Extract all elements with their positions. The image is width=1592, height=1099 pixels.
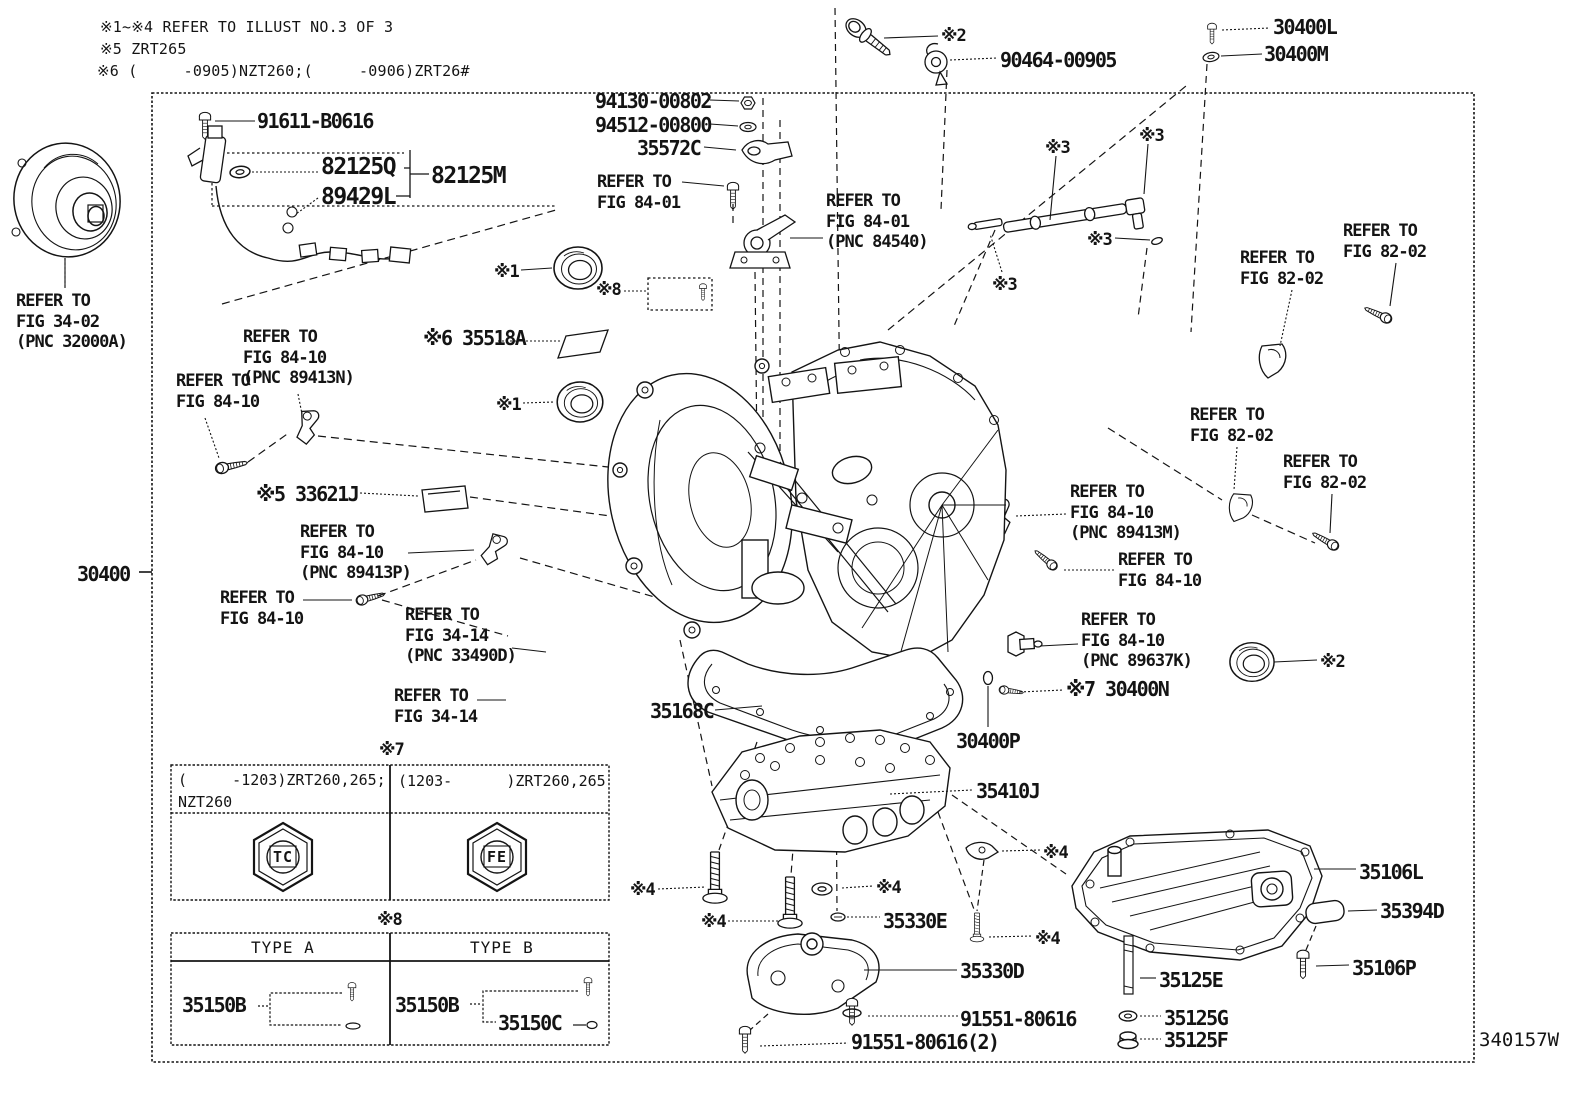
part-label-33621j: ※5 33621J	[256, 482, 360, 506]
part-label-35150c: 35150C	[498, 1011, 563, 1035]
note-zrt265: ※5 ZRT265	[100, 40, 187, 58]
ref-label-fig84-10-89413m: REFER TO FIG 84-10 (PNC 89413M)	[1070, 482, 1182, 543]
plug-variant-table	[170, 764, 610, 901]
part-label-35572c: 35572C	[637, 136, 702, 160]
part-label-35106p: 35106P	[1352, 956, 1417, 980]
valve-body-drawing	[711, 729, 951, 853]
part-label-30400m: 30400M	[1264, 42, 1329, 66]
type-table-col1-header: TYPE A	[251, 938, 315, 957]
mark-4-clip: ※4	[1043, 843, 1069, 863]
sensor-82125-drawing	[187, 111, 412, 264]
hex-plug-tc-icon: TC	[273, 848, 293, 866]
ref-label-fig82-02-d: REFER TO FIG 82-02	[1283, 452, 1367, 493]
drawing-number: 340157W	[1479, 1029, 1560, 1051]
part-label-30400-assembly: 30400	[77, 562, 131, 586]
ref-label-fig34-14: REFER TO FIG 34-14	[394, 686, 478, 727]
part-label-82125m: 82125M	[431, 163, 507, 189]
type-table-title: ※8	[377, 910, 403, 930]
ref-label-fig84-01-a: REFER TO FIG 84-01	[597, 172, 681, 213]
part-label-35330d: 35330D	[960, 959, 1025, 983]
part-label-91611-b0616: 91611-B0616	[257, 109, 374, 133]
part-label-91551-80616-2: 91551-80616(2)	[851, 1030, 1000, 1054]
part-label-94512-00800: 94512-00800	[595, 113, 712, 137]
part-label-30400n: ※7 30400N	[1066, 677, 1170, 701]
valve-body-bolts-drawing	[702, 841, 1000, 943]
type-table-col2-header: TYPE B	[470, 938, 534, 957]
mark-2-top-bolt: ※2	[941, 26, 967, 46]
plug-table-col1-header: ( -1203)ZRT260,265; NZT260	[178, 771, 386, 811]
torque-converter-drawing	[11, 142, 121, 288]
plug-table-col2-header: (1203- )ZRT260,265	[398, 772, 606, 790]
ref-label-fig82-02-c: REFER TO FIG 82-02	[1190, 405, 1274, 446]
part-label-35150b-type-a: 35150B	[182, 993, 247, 1017]
mark-1-upper-seal: ※1	[494, 262, 520, 282]
part-label-35518a: ※6 35518A	[423, 326, 527, 350]
type-variant-table	[170, 932, 610, 1046]
plug-table-title: ※7	[379, 740, 405, 760]
seals-and-plates-drawing	[421, 246, 713, 513]
note-model-codes: ※6 ( -0905)NZT260;( -0906)ZRT26#	[97, 62, 470, 80]
part-label-35125g: 35125G	[1164, 1006, 1229, 1030]
part-label-35410j: 35410J	[976, 779, 1041, 803]
note-illust-reference: ※1~※4 REFER TO ILLUST NO.3 OF 3	[100, 18, 394, 36]
part-label-35106l: 35106L	[1359, 860, 1424, 884]
drawing-border	[139, 92, 1475, 1063]
ref-label-fig34-14-33490d: REFER TO FIG 34-14 (PNC 33490D)	[405, 605, 517, 666]
selector-35572-group-drawing	[726, 96, 797, 269]
mark-2-right-seal: ※2	[1320, 652, 1346, 672]
leader-lines	[64, 27, 1397, 1047]
mark-8-kit: ※8	[596, 280, 622, 300]
oil-pan-drawing	[1071, 829, 1345, 1050]
part-label-35330e: 35330E	[883, 909, 948, 933]
ref-label-fig82-02-b: REFER TO FIG 82-02	[1343, 221, 1427, 262]
ref-label-fig84-10-89413n: REFER TO FIG 84-10 (PNC 89413N)	[243, 327, 355, 388]
part-label-35125e: 35125E	[1159, 968, 1224, 992]
ref-label-fig84-10-89413p: REFER TO FIG 84-10 (PNC 89413P)	[300, 522, 412, 583]
part-label-35168c: 35168C	[650, 699, 715, 723]
part-label-35150b-type-b: 35150B	[395, 993, 460, 1017]
ref-label-fig82-02-a: REFER TO FIG 82-02	[1240, 248, 1324, 289]
ref-label-fig84-10-89637k: REFER TO FIG 84-10 (PNC 89637K)	[1081, 610, 1193, 671]
hex-plug-fe-icon: FE	[487, 848, 507, 866]
part-label-35125f: 35125F	[1164, 1028, 1229, 1052]
ref-label-fig84-01-84540: REFER TO FIG 84-01 (PNC 84540)	[826, 191, 929, 252]
part-label-82125q: 82125Q	[321, 154, 397, 180]
part-label-90464-00905: 90464-00905	[1000, 48, 1117, 72]
mark-4-bolt-a: ※4	[630, 880, 656, 900]
ref-label-fig34-02: REFER TO FIG 34-02 (PNC 32000A)	[16, 291, 128, 352]
mark-3-end: ※3	[992, 275, 1018, 295]
part-label-35394d: 35394D	[1380, 899, 1445, 923]
breather-tube-drawing	[967, 197, 1163, 246]
mark-4-bolt-b: ※4	[701, 912, 727, 932]
ref-label-fig84-10-c: REFER TO FIG 84-10	[220, 588, 304, 629]
ref-label-fig84-10-a: REFER TO FIG 84-10	[176, 371, 260, 412]
transaxle-case-drawing	[607, 341, 1007, 661]
part-label-94130-00802: 94130-00802	[595, 89, 712, 113]
mark-1-lower-seal: ※1	[496, 395, 522, 415]
ref-label-fig84-10-b: REFER TO FIG 84-10	[1118, 550, 1202, 591]
mark-3-tube: ※3	[1045, 138, 1071, 158]
part-label-30400p: 30400P	[956, 729, 1021, 753]
part-label-30400l: 30400L	[1273, 15, 1338, 39]
mark-4-oval: ※4	[876, 878, 902, 898]
mark-4-bolt-c: ※4	[1035, 929, 1061, 949]
part-label-91551-80616: 91551-80616	[960, 1007, 1077, 1031]
top-right-bolts-drawing	[845, 18, 1221, 86]
mark-3-connector: ※3	[1139, 126, 1165, 146]
part-label-89429l: 89429L	[321, 184, 397, 210]
mark-3-pin: ※3	[1087, 230, 1113, 250]
oil-strainer-drawing	[738, 932, 880, 1054]
